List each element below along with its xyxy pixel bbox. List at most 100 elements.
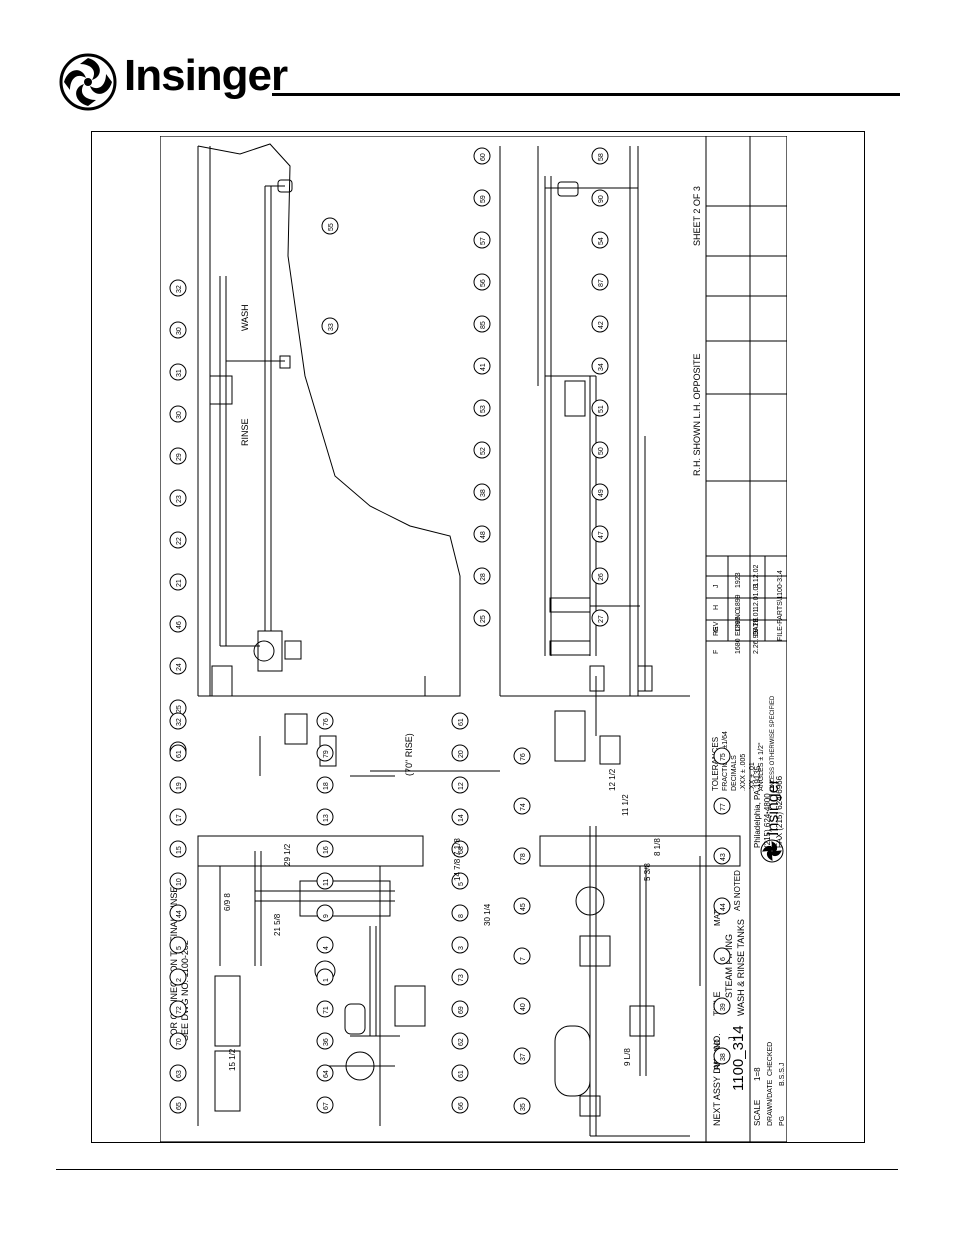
callout-left-view-6: 19 [169, 776, 187, 794]
callout-number: 14 [458, 814, 465, 822]
wash-label: WASH [240, 304, 250, 331]
technical-drawing: NEXT ASSY DWG NO. 1100_314 REV NO. J SCA… [160, 136, 787, 1142]
callout-number: 34 [598, 363, 605, 371]
connection-note-2: SEE DWG NO. 1100-282 [180, 940, 190, 1041]
scale-value: 1=8 [753, 1067, 762, 1081]
company-fax: FAX (215) 624-6966 [775, 775, 784, 848]
callout-bottom-view-1: 75 [713, 747, 731, 765]
callout-number: 73 [458, 974, 465, 982]
callout-number: 15 [176, 846, 183, 854]
callout-number: 51 [598, 405, 605, 413]
callout-number: 31 [176, 369, 183, 377]
callout-top-right-6: 56 [473, 273, 491, 291]
callout-number: 43 [720, 853, 727, 861]
callout-top-left-0: 32 [169, 279, 187, 297]
footer-rule [56, 1169, 898, 1170]
callout-number: 54 [598, 237, 605, 245]
callout-number: 41 [480, 363, 487, 371]
callout-top-mid-0: 33 [321, 317, 339, 335]
callout-number: 6 [720, 957, 727, 961]
callout-number: 63 [176, 1070, 183, 1078]
dwg-number: 1100_314 [730, 1025, 747, 1091]
callout-number: 3 [458, 946, 465, 950]
callout-number: 76 [323, 718, 330, 726]
callout-bottom-view-11: 39 [713, 997, 731, 1015]
drawn-value: PG [779, 1116, 786, 1126]
callout-left-view-25: 1 [316, 968, 334, 986]
callout-number: 25 [176, 705, 183, 713]
callout-top-right-17: 49 [591, 483, 609, 501]
callout-number: 75 [720, 753, 727, 761]
company-city: Philadelphia, PA 19135 [753, 765, 762, 848]
callout-left-view-0: 32 [169, 712, 187, 730]
callout-number: 18 [323, 782, 330, 790]
callout-top-left-1: 30 [169, 321, 187, 339]
mat-label: MAT'L [713, 903, 722, 926]
callout-top-right-15: 50 [591, 441, 609, 459]
callout-top-right-0: 60 [473, 147, 491, 165]
upper-right-view [499, 146, 690, 697]
checked-label: CHECKED [767, 1042, 774, 1076]
callout-top-left-7: 21 [169, 573, 187, 591]
callout-top-right-7: 87 [591, 273, 609, 291]
tol-decimals: DECIMALS [731, 755, 738, 791]
callout-number: 19 [176, 782, 183, 790]
callout-top-right-13: 51 [591, 399, 609, 417]
callout-number: 65 [176, 1102, 183, 1110]
company-logo-icon [760, 839, 784, 863]
callout-left-view-1: 76 [316, 712, 334, 730]
rinse-label: RINSE [240, 418, 250, 446]
callout-number: 56 [480, 279, 487, 287]
callout-number: 5 [458, 882, 465, 886]
callout-number: 24 [176, 663, 183, 671]
callout-left-view-18: 44 [169, 904, 187, 922]
rev-header-ecn: ECN NO. [735, 607, 742, 636]
callout-number: 4 [323, 946, 330, 950]
callout-left-view-16: 11 [316, 872, 334, 890]
callout-left-view-32: 62 [451, 1032, 469, 1050]
callout-bottom-view-0: 76 [513, 747, 531, 765]
callout-number: 59 [480, 195, 487, 203]
callout-top-left-2: 31 [169, 363, 187, 381]
callout-number: 61 [458, 718, 465, 726]
callout-number: 77 [720, 803, 727, 811]
callout-top-right-23: 27 [591, 609, 609, 627]
callout-top-left-9: 24 [169, 657, 187, 675]
callout-number: 64 [323, 1070, 330, 1078]
callout-top-right-1: 58 [591, 147, 609, 165]
title-line-2: WASH & RINSE TANKS [736, 919, 746, 1016]
callout-left-view-17: 5 [451, 872, 469, 890]
callout-number: 45 [520, 903, 527, 911]
callout-left-view-21: 5 [169, 936, 187, 954]
callout-number: 37 [520, 1053, 527, 1061]
callout-left-view-12: 15 [169, 840, 187, 858]
callout-left-view-20: 8 [451, 904, 469, 922]
shown-note: R.H. SHOWN L.H. OPPOSITE [692, 353, 702, 476]
callout-top-right-4: 57 [473, 231, 491, 249]
callout-number: 53 [480, 405, 487, 413]
sheet-label: SHEET 2 OF 3 [692, 186, 702, 246]
callout-bubbles: 3230313029232221462425453355605859905754… [169, 147, 731, 1115]
file-label: FILE-PARTS\1100-314 [777, 570, 784, 641]
callout-number: 72 [176, 1006, 183, 1014]
callout-number: 9 [323, 914, 330, 918]
callout-number: 62 [458, 1038, 465, 1046]
callout-top-right-8: 85 [473, 315, 491, 333]
dimension-label: 8 1/8 [653, 838, 662, 856]
brand-wordmark: Insinger [124, 51, 288, 100]
callout-number: 20 [458, 750, 465, 758]
revision-cell-rev: G [713, 627, 720, 632]
dimension-label: 30 1/4 [483, 903, 492, 926]
lower-right-view [539, 676, 741, 1137]
callout-number: 30 [176, 411, 183, 419]
callout-number: 46 [176, 621, 183, 629]
callout-left-view-13: 16 [316, 840, 334, 858]
tol-xx: .XX ± .01 [749, 762, 756, 791]
dimension-label: 12 1/2 [608, 768, 617, 791]
callout-bottom-view-5: 43 [713, 847, 731, 865]
callout-number: 35 [520, 1103, 527, 1111]
rev-header-date: DATE [753, 618, 760, 636]
callout-bottom-view-14: 35 [513, 1097, 531, 1115]
connection-note-1: FOR CONNECTION TO FINAL RINSE [169, 887, 179, 1041]
